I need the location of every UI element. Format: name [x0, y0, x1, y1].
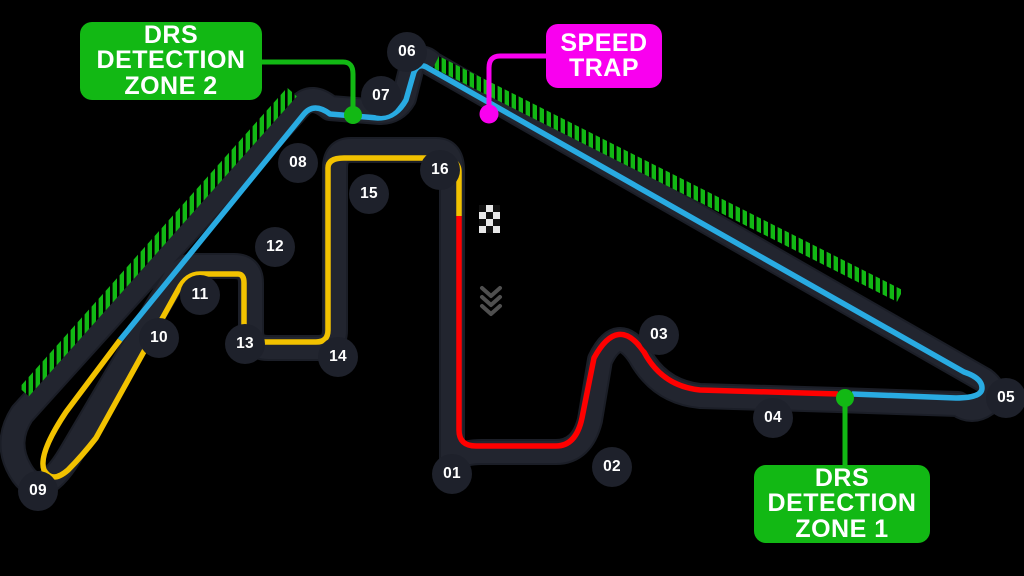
drs-zone-2-leader-line	[259, 59, 356, 115]
turn-marker-14: 14	[329, 348, 347, 365]
turn-marker-10: 10	[150, 329, 168, 346]
turn-marker-06: 06	[398, 43, 416, 60]
turn-marker-15: 15	[360, 185, 378, 202]
turn-marker-07: 07	[372, 87, 390, 104]
turn-marker-11: 11	[191, 286, 209, 303]
drs-detection-zone-1-text: DRS DETECTION ZONE 1	[767, 463, 917, 543]
turn-marker-13: 13	[236, 335, 254, 352]
racing-line-yellow-segment	[40, 155, 462, 480]
turn-marker-05: 05	[997, 389, 1015, 406]
turn-marker-16: 16	[431, 161, 449, 178]
speed-trap-label: SPEED TRAP	[546, 24, 662, 88]
drs-detection-zone-1-label: DRS DETECTION ZONE 1	[754, 465, 930, 543]
turn-marker-09: 09	[29, 482, 47, 499]
checkered-flag-icon	[479, 205, 500, 233]
drs-detection-zone-2-text: DRS DETECTION ZONE 2	[96, 20, 246, 100]
speed-trap-leader-line	[486, 53, 549, 115]
turn-marker-04: 04	[764, 409, 782, 426]
drs-zone-stripe-main	[433, 56, 903, 302]
turn-marker-02: 02	[603, 458, 621, 475]
speed-trap-text: SPEED TRAP	[560, 28, 648, 82]
drs-zone-stripe-left	[19, 87, 297, 397]
drs-zone-1-marker-dot	[836, 389, 854, 407]
racing-line-red-segment	[456, 216, 839, 449]
drs-zone-2-marker-dot	[344, 106, 362, 124]
turn-marker-01: 01	[443, 465, 461, 482]
turn-marker-08: 08	[289, 154, 307, 171]
turn-marker-bubbles	[18, 32, 1024, 511]
drs-detection-zone-2-label: DRS DETECTION ZONE 2	[80, 22, 262, 100]
speed-trap-marker-dot	[479, 104, 499, 124]
turn-marker-03: 03	[650, 326, 668, 343]
turn-marker-12: 12	[266, 238, 284, 255]
direction-chevrons-icon	[480, 286, 502, 316]
